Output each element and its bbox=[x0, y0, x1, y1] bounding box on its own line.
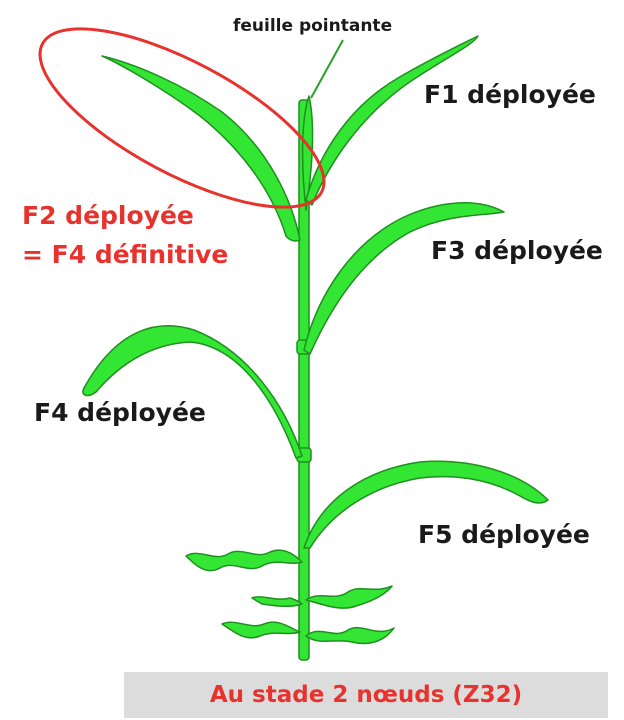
pointing-leaf-pointer bbox=[310, 39, 344, 99]
f2-leaf bbox=[101, 55, 301, 242]
f4-label: F4 déployée bbox=[34, 398, 206, 427]
f2-highlight-circle bbox=[38, 27, 326, 209]
f5-label: F5 déployée bbox=[418, 520, 590, 549]
f3-label: F3 déployée bbox=[431, 236, 603, 265]
pointing-leaf bbox=[301, 95, 314, 211]
lower-leaf-right-2 bbox=[305, 626, 395, 645]
f2-label-line2: = F4 définitive bbox=[22, 240, 229, 269]
f1-leaf bbox=[305, 35, 479, 206]
main-stem bbox=[298, 99, 310, 661]
f4-leaf bbox=[82, 325, 303, 459]
lower-leaf-left bbox=[185, 549, 303, 572]
lower-leaf-right-1 bbox=[305, 585, 393, 609]
lower-leaf-left-3 bbox=[251, 596, 303, 608]
f1-label: F1 déployée bbox=[424, 80, 596, 109]
f5-leaf bbox=[303, 460, 549, 549]
f3-leaf bbox=[303, 202, 505, 355]
growth-stage-banner: Au stade 2 nœuds (Z32) bbox=[124, 672, 608, 718]
lower-leaf-left-2 bbox=[221, 621, 301, 639]
pointing-leaf-label: feuille pointante bbox=[233, 16, 393, 36]
f2-label: F2 déployée = F4 définitive bbox=[22, 196, 228, 274]
f2-label-line1: F2 déployée bbox=[22, 201, 194, 230]
